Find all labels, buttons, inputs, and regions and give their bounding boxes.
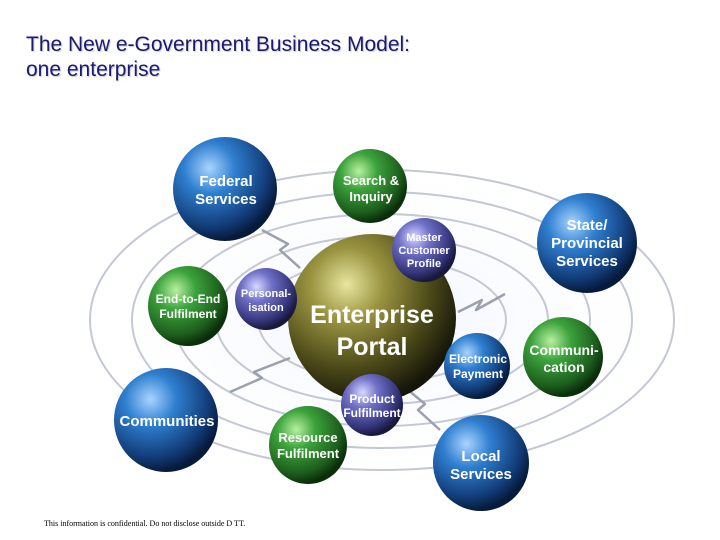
- master-customer-profile-node: Master Customer Profile: [392, 218, 456, 282]
- personalisation-node: Personal- isation: [235, 268, 297, 330]
- local-services-node: Local Services: [433, 415, 529, 511]
- master-customer-profile-label-2: Customer: [398, 245, 450, 257]
- lightning-connectors: [229, 228, 506, 431]
- end-to-end-fulfilment-label-2: Fulfilment: [159, 307, 216, 321]
- end-to-end-fulfilment-label-1: End-to-End: [156, 292, 221, 306]
- connector-local: [407, 389, 441, 431]
- electronic-payment-label-2: Payment: [453, 367, 503, 381]
- master-customer-profile-label-1: Master: [406, 232, 442, 244]
- local-services-label-2: Services: [450, 466, 512, 483]
- federal-services-node: Federal Services: [173, 137, 277, 241]
- personalisation-label-2: isation: [248, 302, 284, 314]
- enterprise-portal-label-2: Portal: [337, 333, 408, 361]
- communities-label: Communities: [119, 413, 214, 430]
- end-to-end-fulfilment-sphere: [148, 266, 228, 346]
- resource-fulfilment-node: Resource Fulfilment: [269, 406, 347, 484]
- personalisation-label-1: Personal-: [241, 288, 291, 300]
- title-line-1: The New e-Government Business Model:: [26, 33, 410, 56]
- communication-label-1: Communi-: [529, 342, 599, 358]
- local-services-label-1: Local: [461, 448, 500, 465]
- resource-fulfilment-label-1: Resource: [278, 430, 337, 445]
- communication-sphere: [523, 317, 603, 397]
- enterprise-portal-label-1: Enterprise: [310, 301, 434, 329]
- communities-node: Communities: [114, 368, 218, 472]
- electronic-payment-sphere: [444, 333, 510, 399]
- state-provincial-services-sphere: [537, 193, 637, 293]
- state-provincial-label-2: Provincial: [551, 235, 623, 252]
- search-inquiry-label-1: Search &: [343, 173, 399, 188]
- state-provincial-label-1: State/: [567, 217, 609, 234]
- resource-fulfilment-sphere: [269, 406, 347, 484]
- state-provincial-services-node: State/ Provincial Services: [537, 193, 637, 293]
- local-services-sphere: [433, 415, 529, 511]
- communication-node: Communi- cation: [523, 317, 603, 397]
- product-fulfilment-label-1: Product: [349, 392, 394, 406]
- product-fulfilment-node: Product Fulfilment: [341, 374, 403, 436]
- confidentiality-note: This information is confidential. Do not…: [44, 519, 246, 528]
- connector-federal: [261, 228, 301, 269]
- end-to-end-fulfilment-node: End-to-End Fulfilment: [148, 266, 228, 346]
- product-fulfilment-label-2: Fulfilment: [343, 406, 400, 420]
- search-inquiry-node: Search & Inquiry: [333, 149, 407, 223]
- electronic-payment-label-1: Electronic: [449, 352, 507, 366]
- title-line-2: one enterprise: [26, 58, 161, 81]
- federal-services-label-2: Services: [195, 191, 257, 208]
- communication-label-2: cation: [543, 359, 584, 375]
- connector-communities: [229, 356, 291, 394]
- resource-fulfilment-label-2: Fulfilment: [277, 446, 340, 461]
- federal-services-sphere: [173, 137, 277, 241]
- connector-state: [457, 292, 506, 314]
- personalisation-sphere: [235, 268, 297, 330]
- product-fulfilment-sphere: [341, 374, 403, 436]
- electronic-payment-node: Electronic Payment: [444, 333, 510, 399]
- state-provincial-label-3: Services: [556, 253, 618, 270]
- federal-services-label-1: Federal: [199, 173, 252, 190]
- search-inquiry-label-2: Inquiry: [349, 189, 393, 204]
- communities-sphere: [114, 368, 218, 472]
- page-title: The New e-Government Business Model: one…: [26, 32, 410, 82]
- master-customer-profile-label-3: Profile: [407, 258, 441, 270]
- master-customer-profile-sphere: [392, 218, 456, 282]
- search-inquiry-sphere: [333, 149, 407, 223]
